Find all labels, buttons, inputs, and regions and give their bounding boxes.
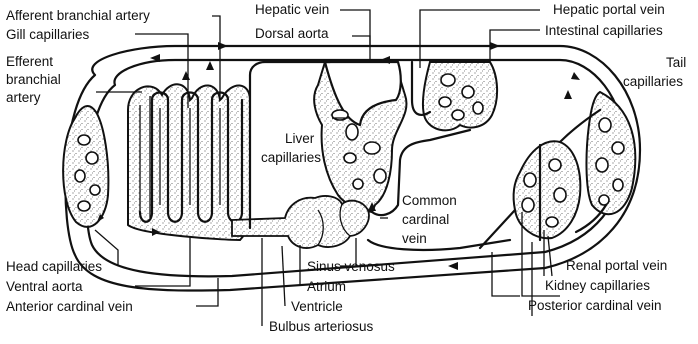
label-gill-capillaries: Gill capillaries <box>6 27 90 42</box>
arrow-6 <box>206 61 214 70</box>
label-sinus-venosus: Sinus venosus <box>307 259 395 274</box>
lead-ventricle <box>282 246 285 306</box>
label-anterior-cardinal-vein: Anterior cardinal vein <box>6 299 133 314</box>
label-dorsal-aorta: Dorsal aorta <box>255 26 329 41</box>
label-kidney-capillaries: Kidney capillaries <box>545 278 650 293</box>
label-efferent-line-3: artery <box>6 90 41 105</box>
lead-anterior-cardinal <box>196 278 218 306</box>
gill-arches <box>128 84 250 240</box>
label-efferent-line-2: branchial <box>6 72 61 87</box>
head-capillary-bed <box>63 106 108 227</box>
label-efferent-line-1: Efferent <box>6 54 53 69</box>
lead-dorsal-aorta <box>352 36 370 46</box>
arrow-2 <box>490 42 500 50</box>
label-hepatic-vein: Hepatic vein <box>255 2 329 17</box>
label-intestinal-capillaries: Intestinal capillaries <box>545 23 663 38</box>
heart <box>232 196 369 248</box>
intestinal-capillary-bed <box>412 62 497 130</box>
arrow-11 <box>564 90 572 99</box>
label-common-line-3: vein <box>402 231 427 246</box>
lead-posterior-cardinal <box>492 252 520 296</box>
liver-capillary-bed <box>314 62 406 212</box>
label-ventricle: Ventricle <box>291 299 343 314</box>
kidney-capillary-bed <box>514 141 581 240</box>
label-common-line-2: cardinal <box>402 212 449 227</box>
label-tail-line-1: Tail <box>666 55 686 70</box>
arrow-7 <box>182 71 190 80</box>
label-atrium: Atrium <box>307 279 346 294</box>
label-tail-line-2: capillaries <box>623 74 683 89</box>
label-hepatic-portal-vein: Hepatic portal vein <box>553 2 665 17</box>
label-liver-line-2: capillaries <box>261 150 321 165</box>
label-common-line-1: Common <box>402 193 457 208</box>
label-renal-portal-vein: Renal portal vein <box>566 258 667 273</box>
label-afferent-branchial-artery: Afferent branchial artery <box>6 8 150 23</box>
lead-kidney <box>548 236 552 276</box>
lead-ventral-aorta <box>135 236 190 286</box>
tail-capillary-bed <box>586 92 635 214</box>
label-bulbus-arteriosus: Bulbus arteriosus <box>269 319 374 334</box>
label-posterior-cardinal-vein: Posterior cardinal vein <box>528 298 662 313</box>
label-liver-line-1: Liver <box>285 131 315 146</box>
label-ventral-aorta: Ventral aorta <box>6 279 83 294</box>
arrow-9 <box>448 262 458 270</box>
label-head-capillaries: Head capillaries <box>6 259 102 274</box>
arrow-5 <box>571 72 580 80</box>
